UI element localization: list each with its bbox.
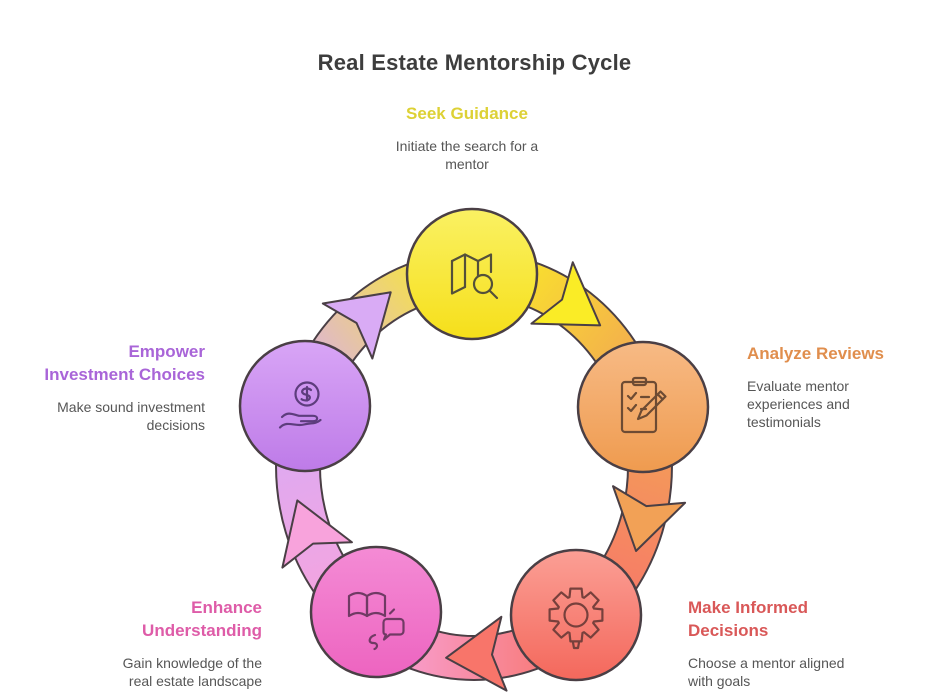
open-book-chat-icon <box>347 591 405 651</box>
stage-circle-analyze-reviews <box>576 340 710 474</box>
stage-label-empower-investment-choices: Empower Investment Choices Make sound in… <box>0 340 205 434</box>
stage-title: Make Informed Decisions <box>688 598 808 640</box>
arrow-head-icon <box>445 615 508 692</box>
stage-title: Analyze Reviews <box>747 344 885 363</box>
stage-label-analyze-reviews: Analyze Reviews Evaluate mentor experien… <box>747 342 947 431</box>
arrow-head-icon <box>321 291 392 360</box>
stage-description: Make sound investment decisions <box>57 399 205 433</box>
map-search-icon <box>450 253 499 300</box>
stage-label-make-informed-decisions: Make Informed Decisions Choose a mentor … <box>688 596 908 690</box>
stage-label-seek-guidance: Seek Guidance Initiate the search for a … <box>317 102 617 173</box>
stage-description: Choose a mentor aligned with goals <box>688 655 845 689</box>
gear-lightbulb-icon <box>548 587 604 650</box>
arrow-head-icon <box>611 485 687 552</box>
stage-title: Enhance Understanding <box>142 598 262 640</box>
stage-circle-seek-guidance <box>405 207 539 341</box>
page-title: Real Estate Mentorship Cycle <box>317 50 632 75</box>
dollar-hand-icon <box>278 381 322 429</box>
stage-description: Gain knowledge of the real estate landsc… <box>122 655 262 689</box>
stage-label-enhance-understanding: Enhance Understanding Gain knowledge of … <box>0 596 262 690</box>
stage-title: Seek Guidance <box>406 104 528 123</box>
stage-title: Empower Investment Choices <box>44 342 205 384</box>
clipboard-checklist-icon <box>620 376 667 434</box>
arrow-head-icon <box>530 261 602 327</box>
stage-description: Initiate the search for a mentor <box>395 138 539 172</box>
stage-icons <box>278 253 667 651</box>
arrow-heads <box>281 261 687 692</box>
stage-description: Evaluate mentor experiences and testimon… <box>747 378 850 430</box>
arrow-head-icon <box>281 499 353 569</box>
stage-circle-make-informed-decisions <box>509 548 643 682</box>
